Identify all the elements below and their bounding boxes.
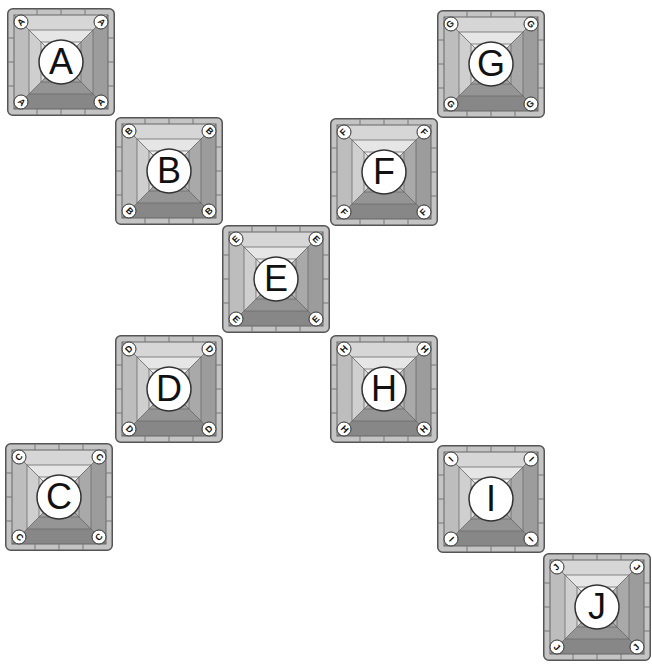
tile-letter: G xyxy=(477,46,505,82)
letter-tile: AAAAA xyxy=(7,8,115,116)
letter-tile: EEEEE xyxy=(222,225,330,333)
tile-pattern xyxy=(438,11,545,118)
tile-pattern xyxy=(116,118,223,225)
tile-letter: J xyxy=(588,589,606,625)
tile-pattern xyxy=(8,9,115,116)
tile-pattern xyxy=(116,336,223,443)
letter-tile: CCCCC xyxy=(5,443,113,551)
tile-pattern xyxy=(331,119,438,226)
tile-pattern xyxy=(331,336,438,443)
letter-tile: HHHHH xyxy=(330,335,438,443)
letter-tile: BBBBB xyxy=(115,117,223,225)
tile-pattern xyxy=(223,226,330,333)
tile-pattern xyxy=(544,554,651,661)
tile-letter: H xyxy=(371,371,397,407)
tile-letter: C xyxy=(46,479,72,515)
tile-letter: D xyxy=(156,371,182,407)
letter-tile: IIIII xyxy=(437,445,545,553)
letter-tile: DDDDD xyxy=(115,335,223,443)
tile-letter: F xyxy=(373,154,395,190)
tile-letter: E xyxy=(264,261,288,297)
tile-letter: B xyxy=(157,153,181,189)
tile-letter: A xyxy=(49,44,73,80)
tile-letter: I xyxy=(486,481,496,517)
letter-tile: JJJJJ xyxy=(543,553,651,661)
tile-pattern xyxy=(6,444,113,551)
letter-tile: GGGGG xyxy=(437,10,545,118)
tile-pattern xyxy=(438,446,545,553)
letter-tile: FFFFF xyxy=(330,118,438,226)
